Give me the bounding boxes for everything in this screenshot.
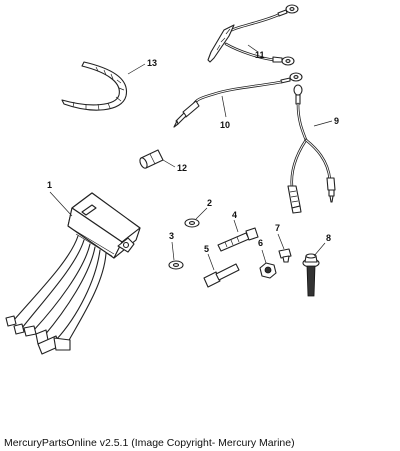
callout-11: 11 (255, 50, 265, 60)
part-11-ground-wire[interactable] (207, 4, 299, 66)
callout-8: 8 (326, 233, 331, 243)
callout-12: 12 (177, 163, 187, 173)
part-4-bolt[interactable] (217, 227, 259, 252)
part-8-flange-bolt[interactable] (302, 253, 320, 297)
leader-3 (171, 241, 175, 261)
leader-2 (195, 207, 208, 220)
callout-1: 1 (47, 180, 52, 190)
leader-6 (261, 249, 267, 264)
leader-7 (277, 233, 285, 250)
part-13-wire-sleeve[interactable] (61, 61, 128, 111)
part-2-washer[interactable] (184, 218, 200, 228)
part-10-ground-wire[interactable] (173, 72, 303, 128)
leader-13 (127, 63, 146, 75)
leader-12 (162, 159, 176, 168)
leader-8 (313, 242, 326, 257)
part-6-nut[interactable] (259, 262, 277, 279)
callout-5: 5 (204, 244, 209, 254)
callout-7: 7 (275, 223, 280, 233)
callout-6: 6 (258, 238, 263, 248)
leader-11 (247, 44, 259, 53)
leader-5 (207, 253, 215, 271)
leader-9 (313, 120, 333, 127)
callout-2: 2 (207, 198, 212, 208)
callout-4: 4 (232, 210, 237, 220)
leader-10 (221, 95, 227, 118)
callout-3: 3 (169, 231, 174, 241)
part-1-rectifier[interactable] (5, 192, 141, 355)
callout-10: 10 (220, 120, 230, 130)
part-7-fastener[interactable] (278, 248, 292, 263)
part-5-bolt[interactable] (203, 263, 240, 288)
leader-4 (233, 219, 239, 233)
callout-9: 9 (334, 116, 339, 126)
leader-1 (49, 191, 73, 217)
part-3-washer[interactable] (168, 260, 184, 270)
part-12-sleeve[interactable] (138, 149, 164, 169)
callout-13: 13 (147, 58, 157, 68)
copyright-caption: MercuryPartsOnline v2.5.1 (Image Copyrig… (4, 437, 295, 449)
part-9-y-harness[interactable] (287, 84, 336, 214)
